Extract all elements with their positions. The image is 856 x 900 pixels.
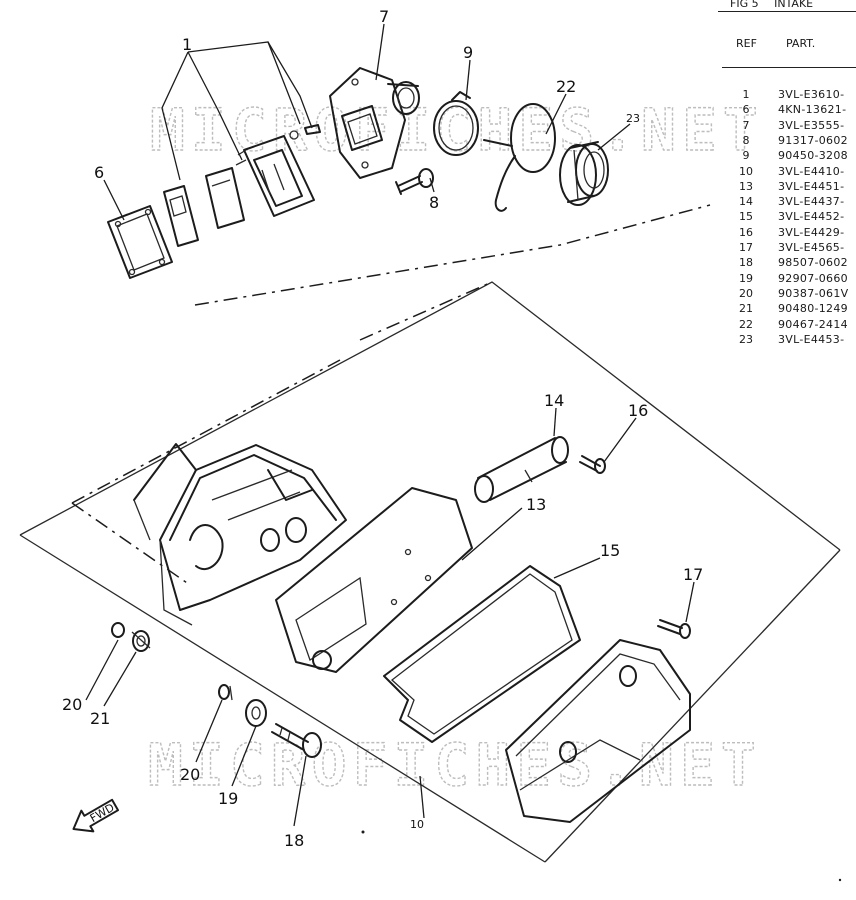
callout-22: 22: [556, 77, 576, 96]
part-number-cell: 90480-1249: [778, 302, 848, 316]
ref-cell: 15: [739, 210, 753, 224]
lower-plane-outline: [19, 281, 841, 863]
callout-21: 21: [90, 709, 110, 728]
ref-cell: 19: [739, 271, 753, 285]
callout-18: 18: [284, 831, 304, 850]
callout-17: 17: [683, 565, 703, 584]
ref-cell: 16: [739, 225, 753, 239]
part-number-cell: 3VL-E3555-: [778, 118, 845, 132]
screw-part-16: [579, 455, 606, 474]
callout-16: 16: [628, 401, 648, 420]
callout-20-lower: 20: [180, 765, 200, 784]
part-number-cell: 3VL-E3610-: [778, 88, 845, 101]
ref-cell: 23: [739, 332, 753, 346]
ref-cell: 17: [739, 241, 753, 254]
part-number-cell: 3VL-E4453-: [778, 332, 845, 346]
ref-cell: 1: [742, 88, 750, 101]
bolt-part-18: [271, 723, 322, 758]
part-number-cell: 3VL-E4565-: [778, 241, 845, 254]
ref-cell: 20: [739, 286, 753, 300]
callout-23: 23: [626, 112, 640, 125]
part-number-cell: 3VL-E4429-: [778, 225, 845, 239]
screw-part-17: [657, 619, 691, 639]
intake-pipe-part-14: [474, 436, 569, 503]
speck-mark: [361, 830, 365, 834]
column-header-part: PART.: [786, 37, 816, 50]
bolt-part-8: [395, 168, 434, 195]
gasket-part-6: [107, 205, 173, 279]
watermark-bottom: MICROFICHES.NET: [148, 731, 762, 799]
ref-cell: 22: [739, 317, 753, 331]
part-number-cell: 91317-0602: [778, 133, 848, 147]
ref-cell: 14: [739, 195, 753, 209]
part-number-cell: 92907-0660: [778, 271, 848, 285]
part-number-cell: 3VL-E4451-: [778, 179, 845, 193]
ref-cell: 8: [742, 133, 750, 147]
part-number-cell: 3VL-E4437-: [778, 195, 845, 209]
part-number-cell: 3VL-E4452-: [778, 210, 845, 224]
column-header-divider: [722, 67, 856, 68]
callout-14: 14: [544, 391, 564, 410]
part-number-cell: 98507-0602: [778, 256, 848, 270]
ref-cell: 9: [742, 149, 750, 163]
rubber-joint-part-23: [559, 141, 609, 206]
callout-10: 10: [410, 818, 424, 831]
figure-title: INTAKE: [774, 0, 814, 10]
header-divider: [718, 11, 856, 12]
ref-cell: 6: [742, 103, 750, 117]
callout-8: 8: [429, 193, 439, 212]
ref-cell: 7: [742, 118, 750, 132]
part-number-cell: 4KN-13621-: [778, 103, 847, 117]
ref-cell: 10: [739, 164, 753, 178]
ref-cell: 21: [739, 302, 753, 316]
air-cleaner-cover-part-10: [505, 639, 691, 823]
reed-valve-part-1: [163, 124, 321, 247]
ref-cell: 18: [739, 256, 753, 270]
figure-header: FIG 5 INTAKE: [730, 0, 825, 10]
speck-mark: [838, 878, 842, 882]
watermark-top: MICROFICHES.NET: [150, 96, 764, 164]
callout-13: 13: [526, 495, 546, 514]
callout-19: 19: [218, 789, 238, 808]
figure-number: FIG 5: [730, 0, 759, 10]
column-header-ref: REF: [736, 37, 757, 50]
callout-7: 7: [379, 7, 389, 26]
callout-6: 6: [94, 163, 104, 182]
part-number-cell: 3VL-E4410-: [778, 164, 845, 178]
fastener-parts-20-21: [111, 622, 151, 652]
callout-20-upper: 20: [62, 695, 82, 714]
fwd-label: FWD: [88, 801, 117, 825]
leader-lines: [85, 23, 695, 827]
callout-1: 1: [182, 35, 192, 54]
ref-cell: 13: [739, 179, 753, 193]
part-number-cell: 90467-2414: [778, 317, 848, 331]
intake-manifold-part-7: [329, 67, 420, 179]
part-number-cell: 90450-3208: [778, 149, 848, 163]
air-cleaner-case-part-10: [133, 443, 347, 626]
seal-part-15: [383, 565, 581, 743]
spring-clip-part-22: [483, 103, 556, 212]
upper-group-line: [194, 204, 711, 306]
callout-9: 9: [463, 43, 473, 62]
grommet-part-19: [245, 699, 267, 727]
part-number-cell: 90387-061V: [778, 286, 849, 300]
fwd-arrow-icon: FWD: [72, 798, 120, 833]
element-plate-part-13: [275, 487, 473, 673]
fastener-part-20: [218, 684, 233, 701]
callout-15: 15: [600, 541, 620, 560]
